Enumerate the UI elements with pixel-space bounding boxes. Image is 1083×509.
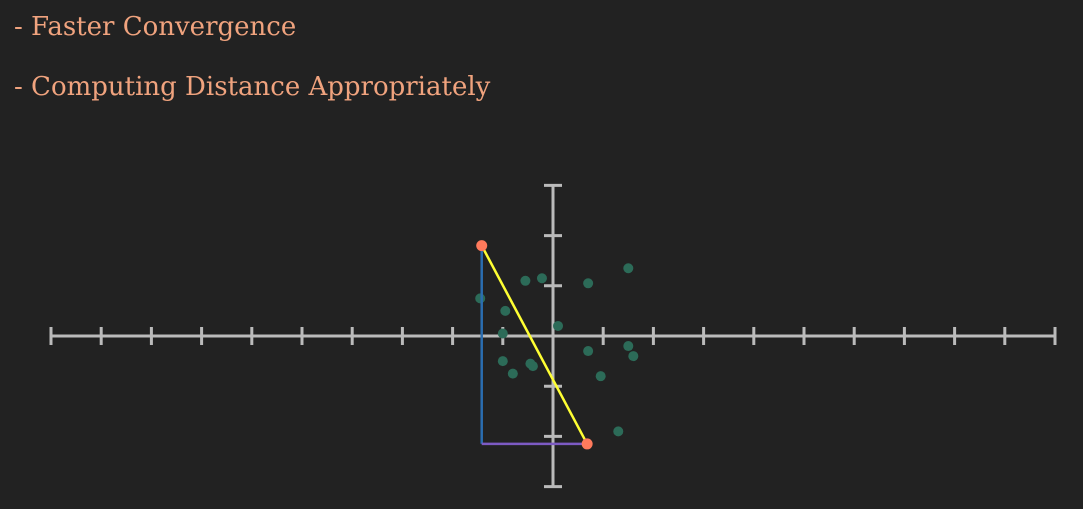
data-points: [475, 263, 639, 437]
point-a: [476, 240, 488, 252]
data-point: [595, 371, 606, 382]
data-point: [623, 341, 634, 352]
data-point: [507, 368, 518, 379]
euclidean-distance-line: [480, 245, 589, 445]
data-point: [520, 275, 531, 286]
data-point: [628, 351, 639, 362]
data-point: [527, 361, 538, 372]
data-point: [613, 426, 624, 437]
data-point: [475, 293, 486, 304]
data-point: [500, 305, 511, 316]
axes: [49, 183, 1057, 489]
data-point: [623, 263, 634, 274]
data-point: [583, 346, 594, 357]
data-point: [536, 273, 547, 284]
data-point: [497, 356, 508, 367]
point-b: [581, 438, 593, 450]
bullet-computing-distance: - Computing Distance Appropriately: [14, 72, 491, 102]
distance-overlay: [476, 240, 593, 450]
data-point: [583, 278, 594, 289]
data-point: [553, 320, 564, 331]
bullet-faster-convergence: - Faster Convergence: [14, 12, 297, 42]
data-point: [497, 328, 508, 339]
